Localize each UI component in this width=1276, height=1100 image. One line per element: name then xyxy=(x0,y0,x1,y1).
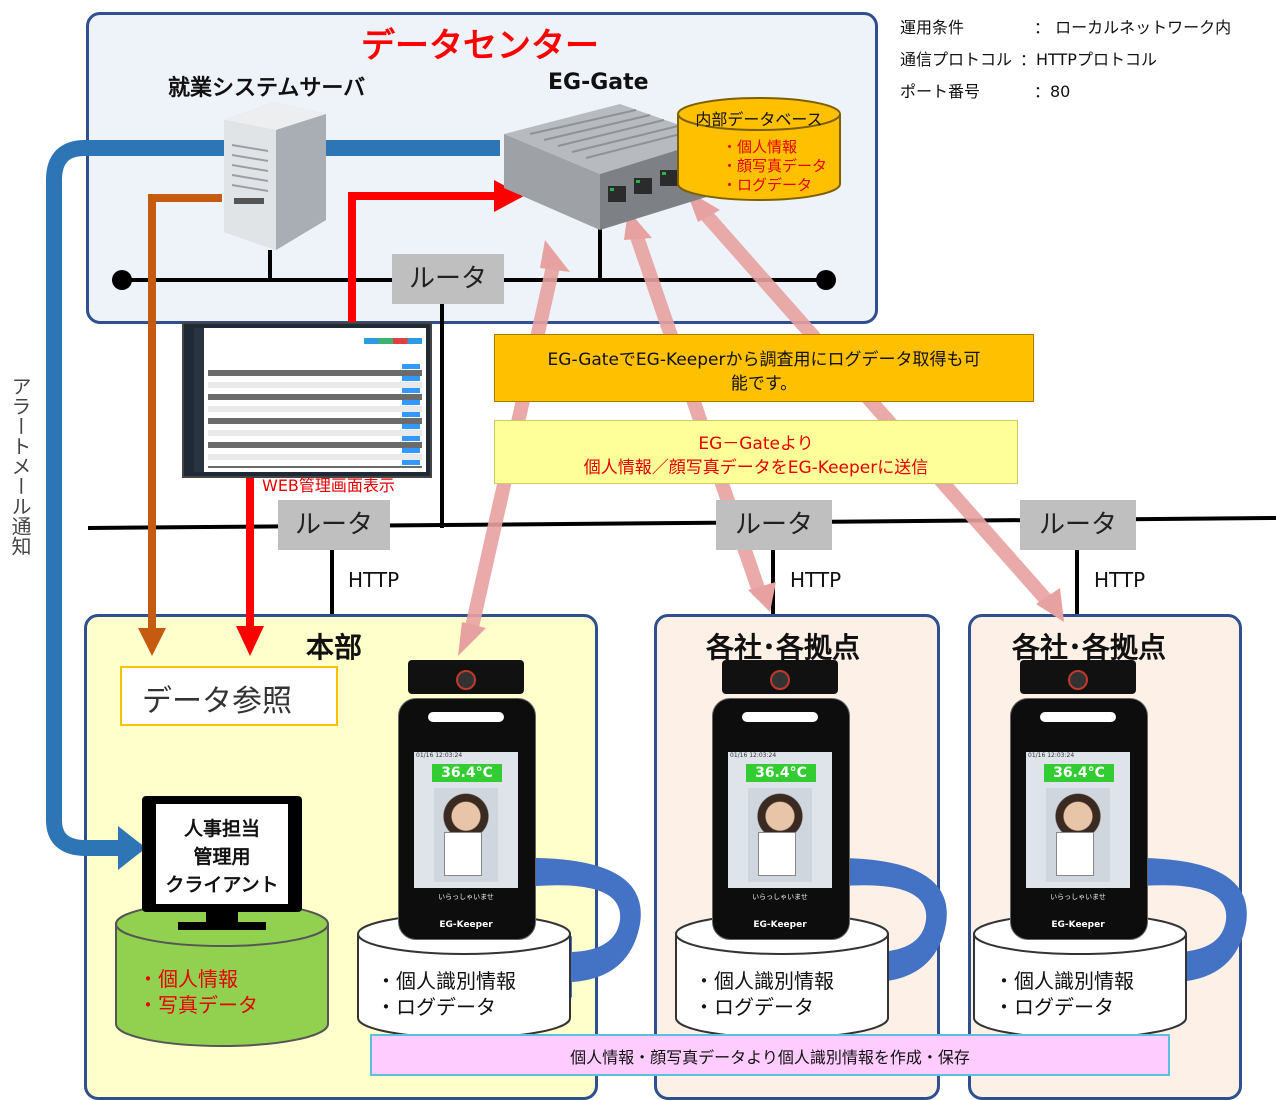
branch2-title: 各社･各拠点 xyxy=(1012,631,1167,664)
info-protocol-value: ：HTTPプロトコル xyxy=(1020,50,1157,69)
callout-pink-text: 個人情報・顔写真データより個人識別情報を作成・保存 xyxy=(570,1048,970,1067)
branch1-db-item-log: ・ログデータ xyxy=(694,995,814,1019)
branch1-temperature: 36.4°C xyxy=(755,765,807,781)
hq-http-label: HTTP xyxy=(348,568,400,592)
info-port-value: ：80 xyxy=(1034,82,1071,101)
branch2-device-brand: EG-Keeper xyxy=(1051,920,1105,930)
info-operation-value: ： ローカルネットワーク内 xyxy=(1034,18,1232,37)
branch2-db-item-id: ・個人識別情報 xyxy=(994,969,1134,993)
callout-yellow-line1: EG－Gateより xyxy=(698,434,814,454)
server-to-dataref-arrow xyxy=(148,194,222,628)
info-protocol-label: 通信プロトコル xyxy=(900,50,1013,69)
hq-router: ルータ xyxy=(278,500,390,550)
client-label-line3: クライアント xyxy=(165,874,279,896)
branch2-router: ルータ xyxy=(1020,500,1136,550)
alert-mail-label: アラートメール通知 xyxy=(8,376,32,556)
datacenter-router: ルータ xyxy=(392,254,504,304)
monitor-icon xyxy=(142,796,302,930)
branch2-temperature-badge xyxy=(1044,764,1114,782)
client-label-line2: 管理用 xyxy=(193,846,251,868)
callout-yellow-line2: 個人情報／顔写真データをEG-Keeperに送信 xyxy=(583,458,929,478)
client-db-item-personal: ・個人情報 xyxy=(138,967,238,991)
server-arrowhead xyxy=(138,628,166,656)
branch1-router: ルータ xyxy=(716,500,832,550)
db-title: 内部データベース xyxy=(695,110,823,129)
branch2-db-item-log: ・ログデータ xyxy=(994,995,1114,1019)
callout-orange-line2: 能です。 xyxy=(730,374,798,394)
branch1-http-label: HTTP xyxy=(790,568,842,592)
branch2-temperature: 36.4°C xyxy=(1053,765,1105,781)
db-item-log: ・ログデータ xyxy=(722,176,813,194)
hq-db-item-log: ・ログデータ xyxy=(376,995,496,1019)
alert-arrowhead xyxy=(118,826,146,870)
hq-device-timestamp: 01/16 12:03:24 xyxy=(416,752,463,759)
hq-device-brand: EG-Keeper xyxy=(439,920,493,930)
branch1-db-item-id: ・個人識別情報 xyxy=(694,969,834,993)
branch2-eg-keeper-device: 01/16 12:03:24 36.4°C いらっしゃいませ EG-Keeper xyxy=(1010,660,1148,940)
web-hq-arrowhead xyxy=(236,626,264,656)
client-label-line1: 人事担当 xyxy=(183,818,260,840)
branch1-device-timestamp: 01/16 12:03:24 xyxy=(730,752,777,759)
data-reference-box: データ参照 xyxy=(120,666,338,726)
server-label: 就業システムサーバ xyxy=(168,76,366,101)
data-reference-label: データ参照 xyxy=(142,684,292,719)
web-admin-screen xyxy=(182,322,432,478)
client-db-item-photo: ・写真データ xyxy=(138,993,258,1017)
gate-label: EG-Gate xyxy=(548,70,649,95)
branch1-device-greeting: いらっしゃいませ xyxy=(752,893,808,901)
server-tower-icon xyxy=(224,102,326,250)
hq-eg-keeper-device: 01/16 12:03:24 36.4°C いらっしゃいませ EG-Keeper xyxy=(398,660,536,940)
db-item-personal: ・個人情報 xyxy=(722,138,798,156)
branch1-temperature-badge xyxy=(746,764,816,782)
info-port-label: ポート番号 xyxy=(900,82,981,101)
branch2-device-timestamp: 01/16 12:03:24 xyxy=(1028,752,1075,759)
create-id-callout: 個人情報・顔写真データより個人識別情報を作成・保存 xyxy=(370,1034,1170,1076)
web-to-gate-arrow xyxy=(348,192,496,322)
db-item-photo: ・顔写真データ xyxy=(722,157,828,175)
pink-arrowheads xyxy=(458,190,1064,656)
callout-orange-line1: EG-GateでEG-Keeperから調査用にログデータ取得も可 xyxy=(547,350,981,370)
hq-title: 本部 xyxy=(306,631,363,664)
branch1-device-brand: EG-Keeper xyxy=(753,920,807,930)
hq-db-item-id: ・個人識別情報 xyxy=(376,969,516,993)
hq-device-greeting: いらっしゃいませ xyxy=(438,893,494,901)
info-operation-label: 運用条件 xyxy=(900,18,965,37)
branch2-device-greeting: いらっしゃいませ xyxy=(1050,893,1106,901)
internal-database-cylinder xyxy=(677,97,841,201)
branch2-http-label: HTTP xyxy=(1094,568,1146,592)
web-label: WEB管理画面表示 xyxy=(262,476,395,495)
web-gate-arrowhead xyxy=(494,180,524,212)
branch1-title: 各社･各拠点 xyxy=(706,631,861,664)
hq-temperature: 36.4°C xyxy=(441,765,493,781)
log-retrieval-callout: EG-GateでEG-Keeperから調査用にログデータ取得も可 能です。 xyxy=(494,334,1034,402)
hq-temperature-badge xyxy=(432,764,502,782)
branch1-eg-keeper-device: 01/16 12:03:24 36.4°C いらっしゃいませ EG-Keeper xyxy=(712,660,850,940)
send-data-callout: EG－Gateより 個人情報／顔写真データをEG-Keeperに送信 xyxy=(494,420,1018,484)
datacenter-title: データセンター xyxy=(361,26,599,66)
alert-arrow xyxy=(46,140,500,856)
